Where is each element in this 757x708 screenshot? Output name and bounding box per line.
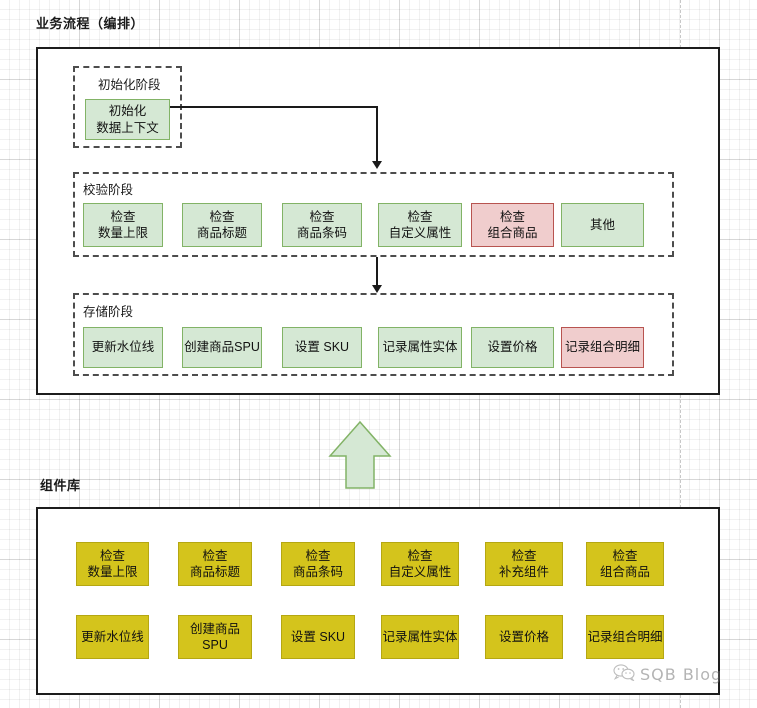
connector-validate-to-store-vertical bbox=[376, 257, 378, 290]
library-node-update-watermark[interactable]: 更新水位线 bbox=[76, 615, 149, 659]
library-section-title: 组件库 bbox=[40, 478, 81, 493]
library-node-check-supplement-component[interactable]: 检查 补充组件 bbox=[485, 542, 563, 586]
node-validate-bundle-product[interactable]: 检查 组合商品 bbox=[471, 203, 554, 247]
process-section-title: 业务流程（编排） bbox=[36, 16, 145, 31]
connector-validate-to-store-arrowhead bbox=[372, 285, 382, 293]
node-validate-other[interactable]: 其他 bbox=[561, 203, 644, 247]
node-store-create-spu[interactable]: 创建商品SPU bbox=[182, 327, 262, 368]
node-validate-product-barcode[interactable]: 检查 商品条码 bbox=[282, 203, 362, 247]
stage-init-label: 初始化阶段 bbox=[98, 78, 161, 92]
library-node-set-price[interactable]: 设置价格 bbox=[485, 615, 563, 659]
connector-init-to-validate-horizontal bbox=[170, 106, 377, 108]
node-store-set-sku[interactable]: 设置 SKU bbox=[282, 327, 362, 368]
library-node-check-quantity-limit[interactable]: 检查 数量上限 bbox=[76, 542, 149, 586]
library-node-check-custom-attributes[interactable]: 检查 自定义属性 bbox=[381, 542, 459, 586]
node-validate-quantity-limit[interactable]: 检查 数量上限 bbox=[83, 203, 163, 247]
library-node-set-sku[interactable]: 设置 SKU bbox=[281, 615, 355, 659]
library-node-check-product-title[interactable]: 检查 商品标题 bbox=[178, 542, 252, 586]
stage-validate-label: 校验阶段 bbox=[83, 183, 134, 197]
node-init-data-context[interactable]: 初始化 数据上下文 bbox=[85, 99, 170, 140]
library-node-check-bundle-product[interactable]: 检查 组合商品 bbox=[586, 542, 664, 586]
connector-init-to-validate-vertical bbox=[376, 106, 378, 164]
node-store-record-bundle-detail[interactable]: 记录组合明细 bbox=[561, 327, 644, 368]
library-node-check-product-barcode[interactable]: 检查 商品条码 bbox=[281, 542, 355, 586]
library-node-create-spu[interactable]: 创建商品SPU bbox=[178, 615, 252, 659]
stage-store-label: 存储阶段 bbox=[83, 305, 134, 319]
library-node-record-attribute-entity[interactable]: 记录属性实体 bbox=[381, 615, 459, 659]
node-store-update-watermark[interactable]: 更新水位线 bbox=[83, 327, 163, 368]
node-validate-custom-attributes[interactable]: 检查 自定义属性 bbox=[378, 203, 462, 247]
library-node-record-bundle-detail[interactable]: 记录组合明细 bbox=[586, 615, 664, 659]
node-validate-product-title[interactable]: 检查 商品标题 bbox=[182, 203, 262, 247]
library-to-process-arrow-icon bbox=[328, 420, 392, 490]
node-store-record-attribute-entity[interactable]: 记录属性实体 bbox=[378, 327, 462, 368]
library-outer-container bbox=[36, 507, 720, 695]
stage-validate bbox=[73, 172, 674, 257]
connector-init-to-validate-arrowhead bbox=[372, 161, 382, 169]
node-store-set-price[interactable]: 设置价格 bbox=[471, 327, 554, 368]
stage-store bbox=[73, 293, 674, 376]
